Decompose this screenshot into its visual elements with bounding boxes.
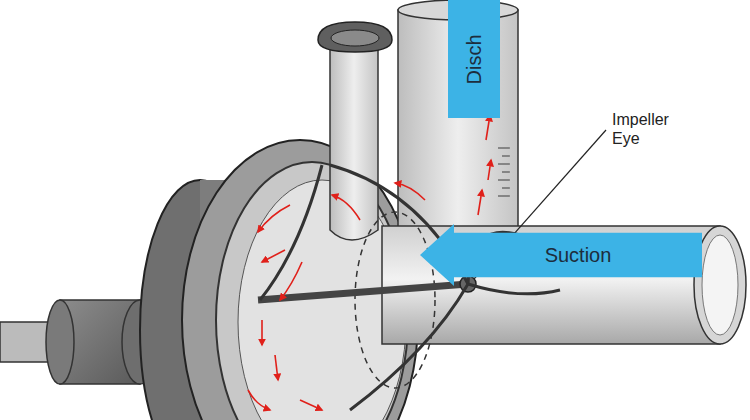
flow-arrow: Suction [420, 224, 702, 286]
arrow-body [420, 224, 702, 286]
discharge-band: Disch [448, 0, 500, 118]
pipe-label: Disch [462, 34, 485, 84]
flow-label: Suction [545, 244, 612, 267]
part-label: Impeller Eye [612, 110, 690, 148]
